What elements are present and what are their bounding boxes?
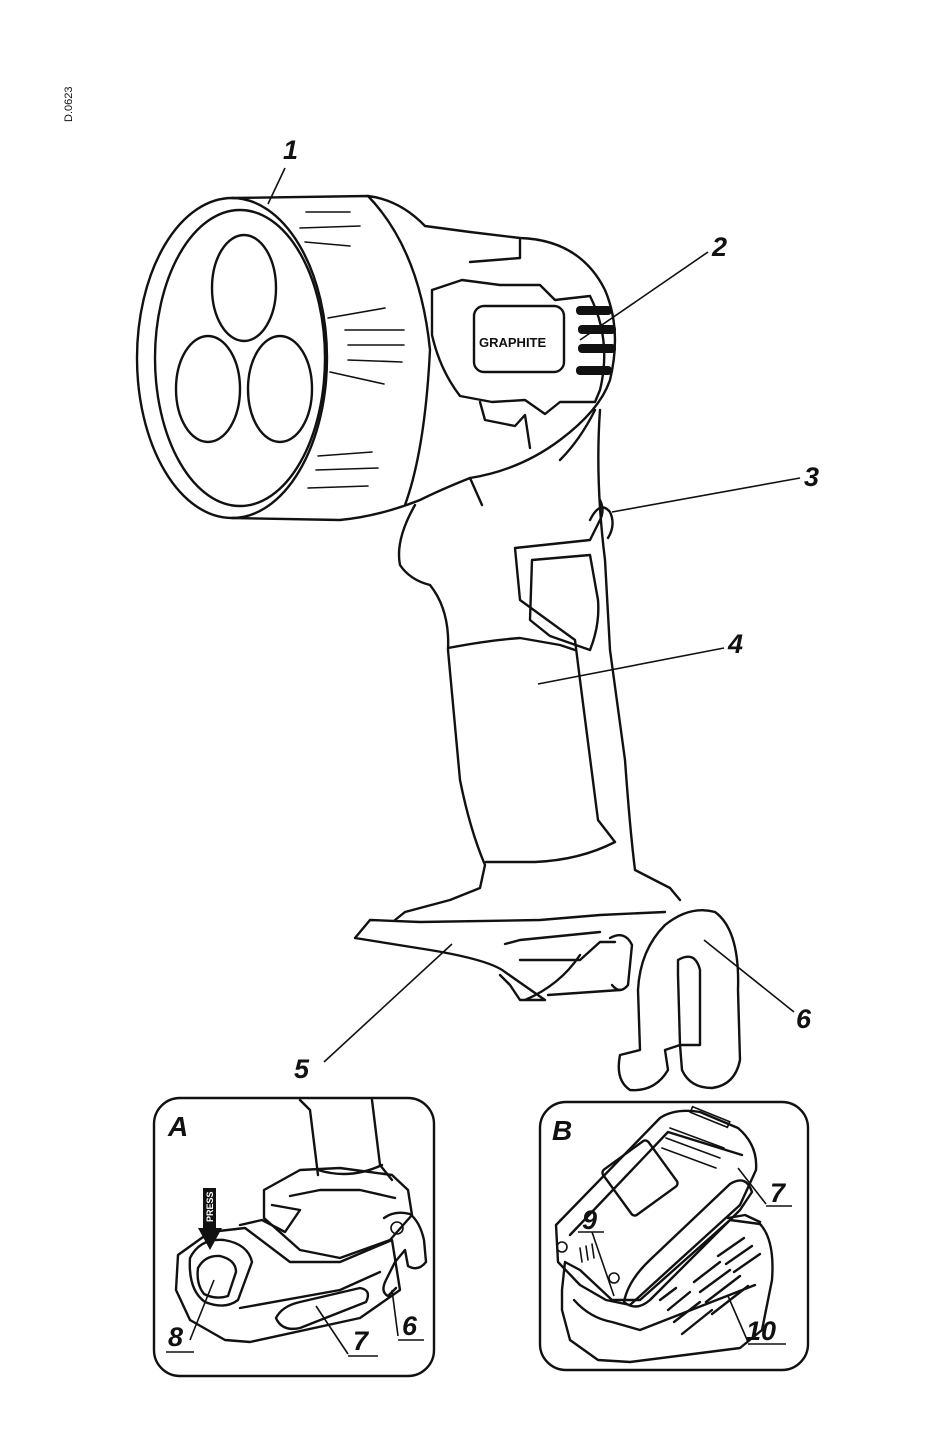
base-foot (355, 912, 665, 1000)
lens-inner-ring (155, 210, 325, 506)
led-left (176, 336, 240, 442)
panel-b: B 9 7 10 (540, 1102, 808, 1370)
head-barrel (232, 196, 615, 520)
callout-4: 4 (727, 629, 743, 659)
brand-logo-text: GRAPHITE (479, 335, 547, 350)
callout-2: 2 (711, 232, 727, 262)
doc-code: D.0623 (63, 87, 75, 122)
callout-a-8: 8 (168, 1322, 183, 1352)
led-right (248, 336, 312, 442)
switch-plate (432, 240, 604, 414)
callout-3: 3 (804, 462, 819, 492)
callout-5: 5 (294, 1054, 310, 1084)
main-callouts: 1 2 3 4 5 6 (268, 135, 819, 1084)
press-label: PRESS (205, 1191, 215, 1222)
callout-a-6: 6 (402, 1311, 418, 1341)
callout-b-9: 9 (582, 1205, 597, 1235)
callout-a-7: 7 (353, 1326, 370, 1356)
callout-b-10: 10 (746, 1316, 776, 1346)
panel-a-label: A (167, 1111, 188, 1142)
handle (395, 505, 485, 920)
panel-b-label: B (552, 1115, 572, 1146)
callout-b-7: 7 (770, 1178, 787, 1208)
charger-vents (660, 1238, 760, 1334)
callout-1: 1 (283, 135, 298, 165)
grip-band (448, 638, 575, 650)
panel-a: A PRESS 8 7 6 (154, 1098, 434, 1376)
lens-outer-ring (137, 198, 327, 518)
callout-6: 6 (796, 1004, 812, 1034)
power-switch (576, 306, 616, 375)
led-top (212, 235, 276, 341)
